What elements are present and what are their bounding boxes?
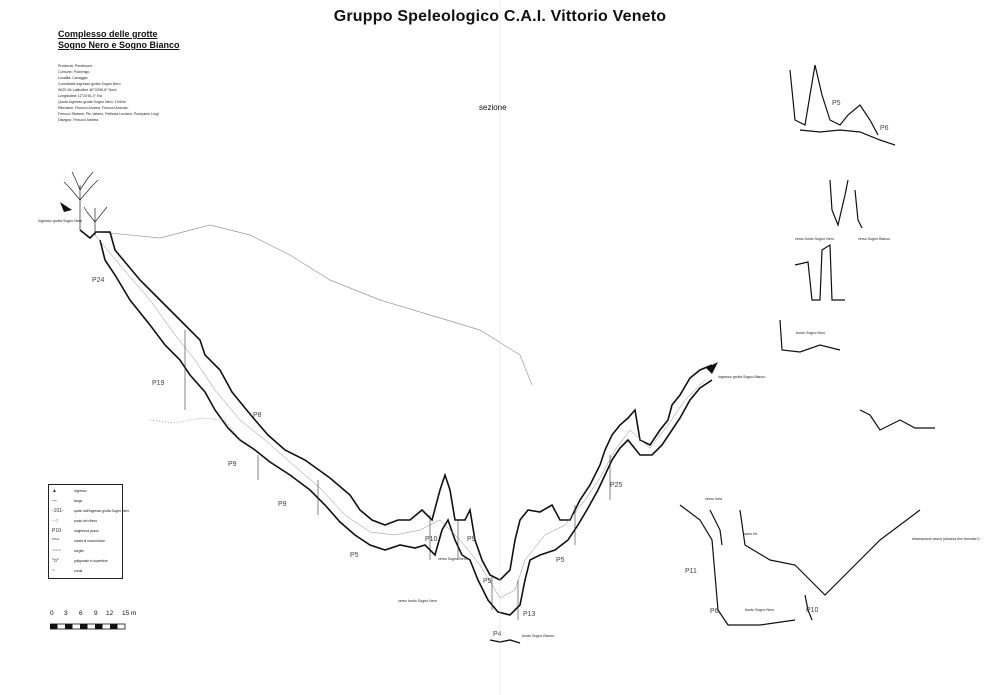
annotation-ramo-nero: verso fondo Sogno Nero (795, 237, 834, 241)
scale-tick: 6 (79, 610, 83, 617)
inset-right-fragment (859, 409, 935, 431)
pitch-label-p9c: P9 (467, 536, 476, 543)
entrance-arrow-bianco (706, 362, 718, 374)
pitch-label-p5c: P5 (556, 557, 565, 564)
annotation-verso-nero: verso Sogno Nero (438, 557, 467, 561)
info-line: Provincia: Pordenone (58, 64, 93, 68)
legend-row: ◦ ○ punto del rilievo (52, 517, 120, 525)
annotation-verso-bianco: verso Sogno Bianco (858, 237, 890, 241)
cave-title: Complesso delle grotte Sogno Nero e Sogn… (58, 29, 180, 51)
legend-row: — fango (52, 497, 120, 505)
cave-title-line-2: Sogno Nero e Sogno Bianco (58, 40, 180, 50)
legend-row: ~ corda (52, 567, 120, 575)
surface-polygon-line (99, 224, 533, 386)
cave-title-line-1: Complesso delle grotte (58, 29, 158, 39)
scale-bar: 0 3 6 9 12 15 m (50, 610, 180, 640)
legend-row: -101- quote dall'ingresso grotta Sogno N… (52, 507, 129, 515)
shaft-lines (184, 330, 611, 620)
legend-symbol: ~~~ (52, 548, 61, 554)
info-line: Località: Cavaggio (58, 76, 88, 80)
section-label: sezione (479, 103, 507, 112)
legend-symbol: ^^^ (52, 538, 60, 544)
annotation-fondo-inset: fondo Sogno Nero (745, 608, 774, 612)
pitch-label-p5b: P5 (483, 578, 492, 585)
scale-tick: 15 m (122, 610, 137, 617)
scale-tick: 0 (50, 610, 54, 617)
floor-sediment (149, 417, 241, 441)
pitch-label-p8: P8 (253, 412, 262, 419)
info-line: Rilevatori: Fenucci Andrea, Fenucci Anto… (58, 106, 129, 110)
legend-text: colata di concrezione (74, 539, 105, 543)
info-line: Longitudine 12°24'51,0" Est (58, 94, 103, 98)
legend-symbol: — (52, 498, 57, 504)
legend-text: corda (74, 569, 83, 573)
legend-text: fango (74, 499, 83, 503)
annotation-verso-fondo: verso fondo Sogno Nero (398, 599, 437, 603)
pitch-label-p9a: P9 (228, 461, 237, 468)
annotation-camino: verso Intra (705, 497, 722, 501)
legend-text: punto del rilievo (74, 519, 98, 523)
pitch-label-p19: P19 (152, 380, 165, 387)
info-line: Disegno: Fenucci Andrea (58, 118, 99, 122)
annotation-diramazione: diramazione vasca (discesa fino fermata?… (912, 537, 980, 541)
legend-symbol: ▲ (52, 488, 57, 494)
legend-symbol: °o° (52, 558, 59, 564)
info-line: Quota ingresso grotta Sogno Nero: 1040m (58, 100, 126, 104)
legend-text: quote dall'ingresso grotta Sogno Nero (74, 509, 130, 513)
annotation-fondo-nero: fondo Sogno Nero (796, 331, 825, 335)
pitch-label-p5a: P5 (350, 552, 359, 559)
scale-tick: 9 (94, 610, 98, 617)
annotation-fondo-bianco: fondo Sogno Bianco (522, 634, 554, 638)
scale-bar-graphic (50, 623, 126, 630)
scale-tick: 3 (64, 610, 68, 617)
legend-symbol: P10 (52, 528, 61, 534)
pitch-label-p13: P13 (523, 611, 536, 618)
pitch-label-p6b: P6 (880, 125, 889, 132)
pitch-label-p5d: P5 (832, 100, 841, 107)
legend-symbol: ◦ ○ (52, 518, 59, 524)
info-line: Comune: Polcenigo (58, 70, 90, 74)
fondo-bianco-floor (489, 639, 521, 644)
info-line: Fenucci Stefano, Pin Valerio, Pelliccia … (58, 112, 159, 116)
annotation-ingresso-nero: Ingresso grotta Sogno Nero (38, 219, 82, 223)
annotation-ramo-inset: ramo Inf. (744, 532, 758, 536)
legend-row: ~~~ sorgile (52, 547, 120, 555)
inset-top-right (779, 64, 896, 353)
cave-upper-wall (79, 229, 713, 581)
pitch-label-p4: P4 (493, 631, 502, 638)
legend-row: ▲ ingresso (52, 487, 120, 495)
pitch-label-p25: P25 (610, 482, 623, 489)
cave-lower-wall (99, 239, 713, 616)
legend-text: ingresso (74, 489, 87, 493)
legend-symbol: -101- (52, 508, 64, 514)
pitch-label-p9b: P9 (278, 501, 287, 508)
legend-text: poligonale in superficie (74, 559, 108, 563)
legend-text: sorgile (74, 549, 84, 553)
entrance-arrow-nero (60, 202, 72, 212)
info-line: WGS 84 Latitudine 46°03'56,8" Nord (58, 88, 117, 92)
legend-text: lunghezza pozzo (74, 529, 99, 533)
pitch-label-p11: P11 (685, 568, 697, 575)
inset-bottom-right (679, 504, 921, 626)
annotation-ingresso-bianco: Ingresso grotta Sogno Bianco (718, 375, 765, 379)
legend-row: ^^^ colata di concrezione (52, 537, 120, 545)
pitch-label-p6: P6 (710, 608, 719, 615)
pitch-label-p10: P10 (425, 536, 438, 543)
survey-polyline (94, 234, 706, 599)
legend-box: ▲ ingresso — fango -101- quote dall'ingr… (48, 484, 129, 579)
pitch-label-p24: P24 (92, 277, 105, 284)
surface-vegetation (63, 171, 108, 235)
pitch-label-p10b: P10 (806, 607, 819, 614)
legend-row: °o° poligonale in superficie (52, 557, 120, 565)
legend-row: P10 lunghezza pozzo (52, 527, 120, 535)
scale-tick: 12 (106, 610, 114, 617)
info-line: Coordinate ingresso grotta Sogno Nero (58, 82, 121, 86)
survey-info-block: Provincia: Pordenone Comune: Polcenigo L… (58, 63, 159, 123)
legend-symbol: ~ (52, 568, 55, 574)
